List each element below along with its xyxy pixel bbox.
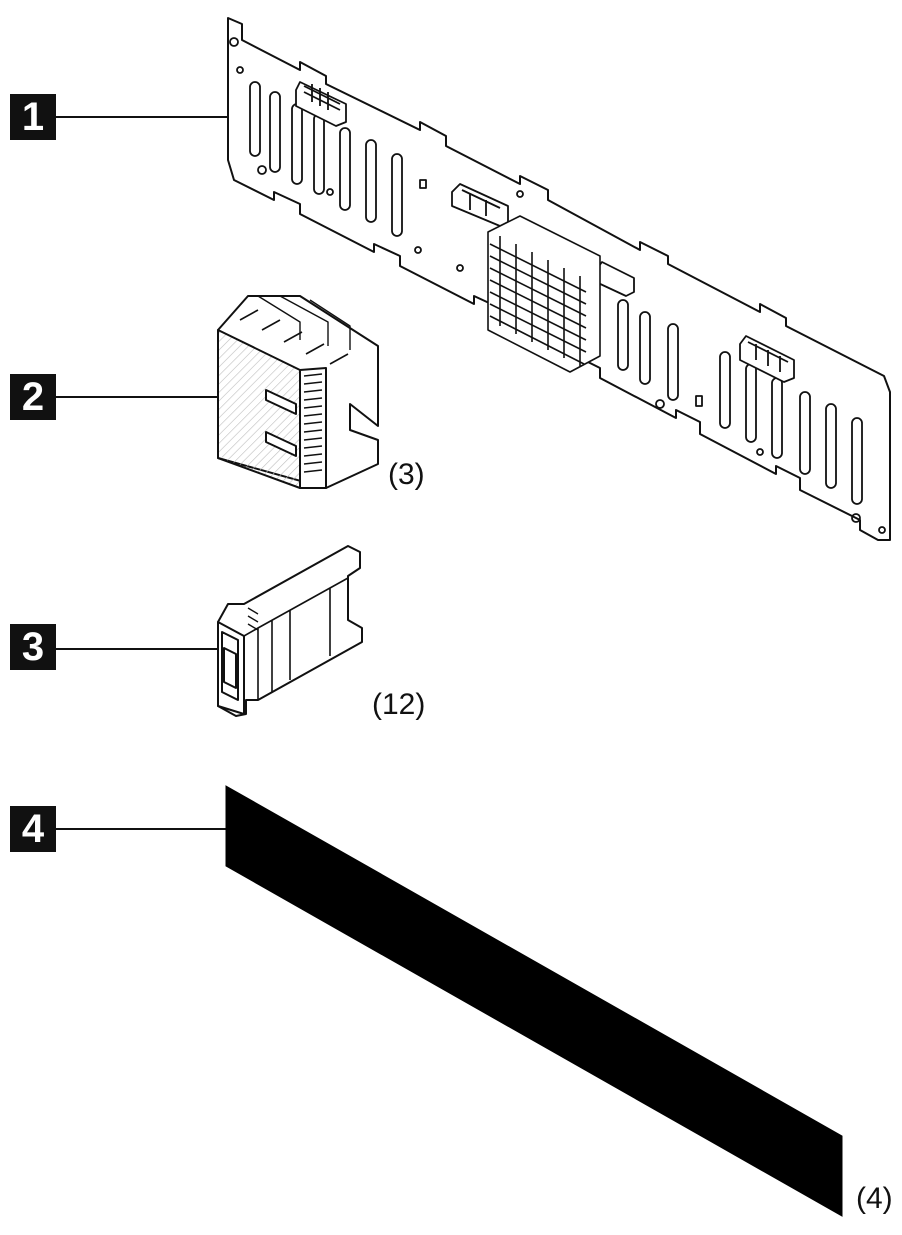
- backplane-drawing: [227, 17, 891, 541]
- callout-3-top: 3: [10, 624, 56, 670]
- quantity-label-2: (3): [388, 458, 425, 491]
- leader-line-3: [56, 648, 220, 650]
- leader-line-1: [56, 116, 234, 118]
- leader-line-4: [56, 828, 232, 830]
- black-strip-drawing: [225, 785, 843, 1217]
- callout-1-top: 1: [10, 94, 56, 140]
- leader-line-2: [56, 396, 224, 398]
- callout-2-top: 2: [10, 374, 56, 420]
- quantity-label-4: (4): [856, 1182, 893, 1215]
- quantity-label-3: (12): [372, 688, 426, 721]
- drive-filler-drawing: [217, 545, 363, 717]
- callout-4-top: 4: [10, 806, 56, 852]
- filler-block-drawing: [217, 295, 379, 489]
